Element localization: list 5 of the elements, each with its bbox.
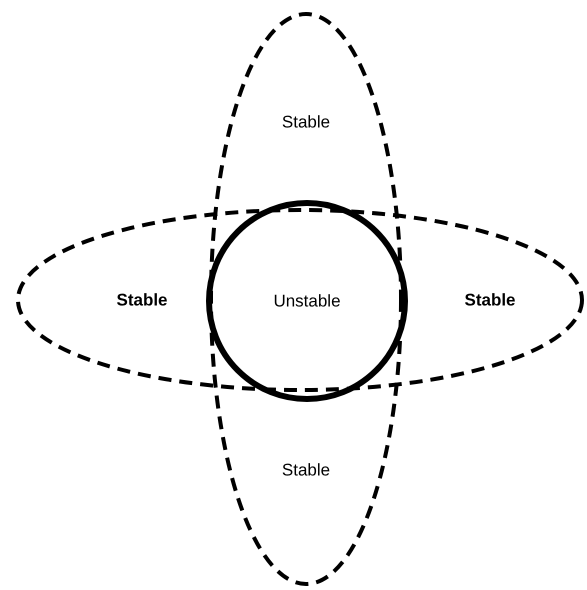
region-label: Stable	[282, 462, 330, 478]
region-label: Stable	[282, 114, 330, 130]
region-label: Unstable	[273, 292, 341, 310]
region-label: Stable	[464, 292, 516, 308]
region-label: Stable	[116, 292, 168, 308]
